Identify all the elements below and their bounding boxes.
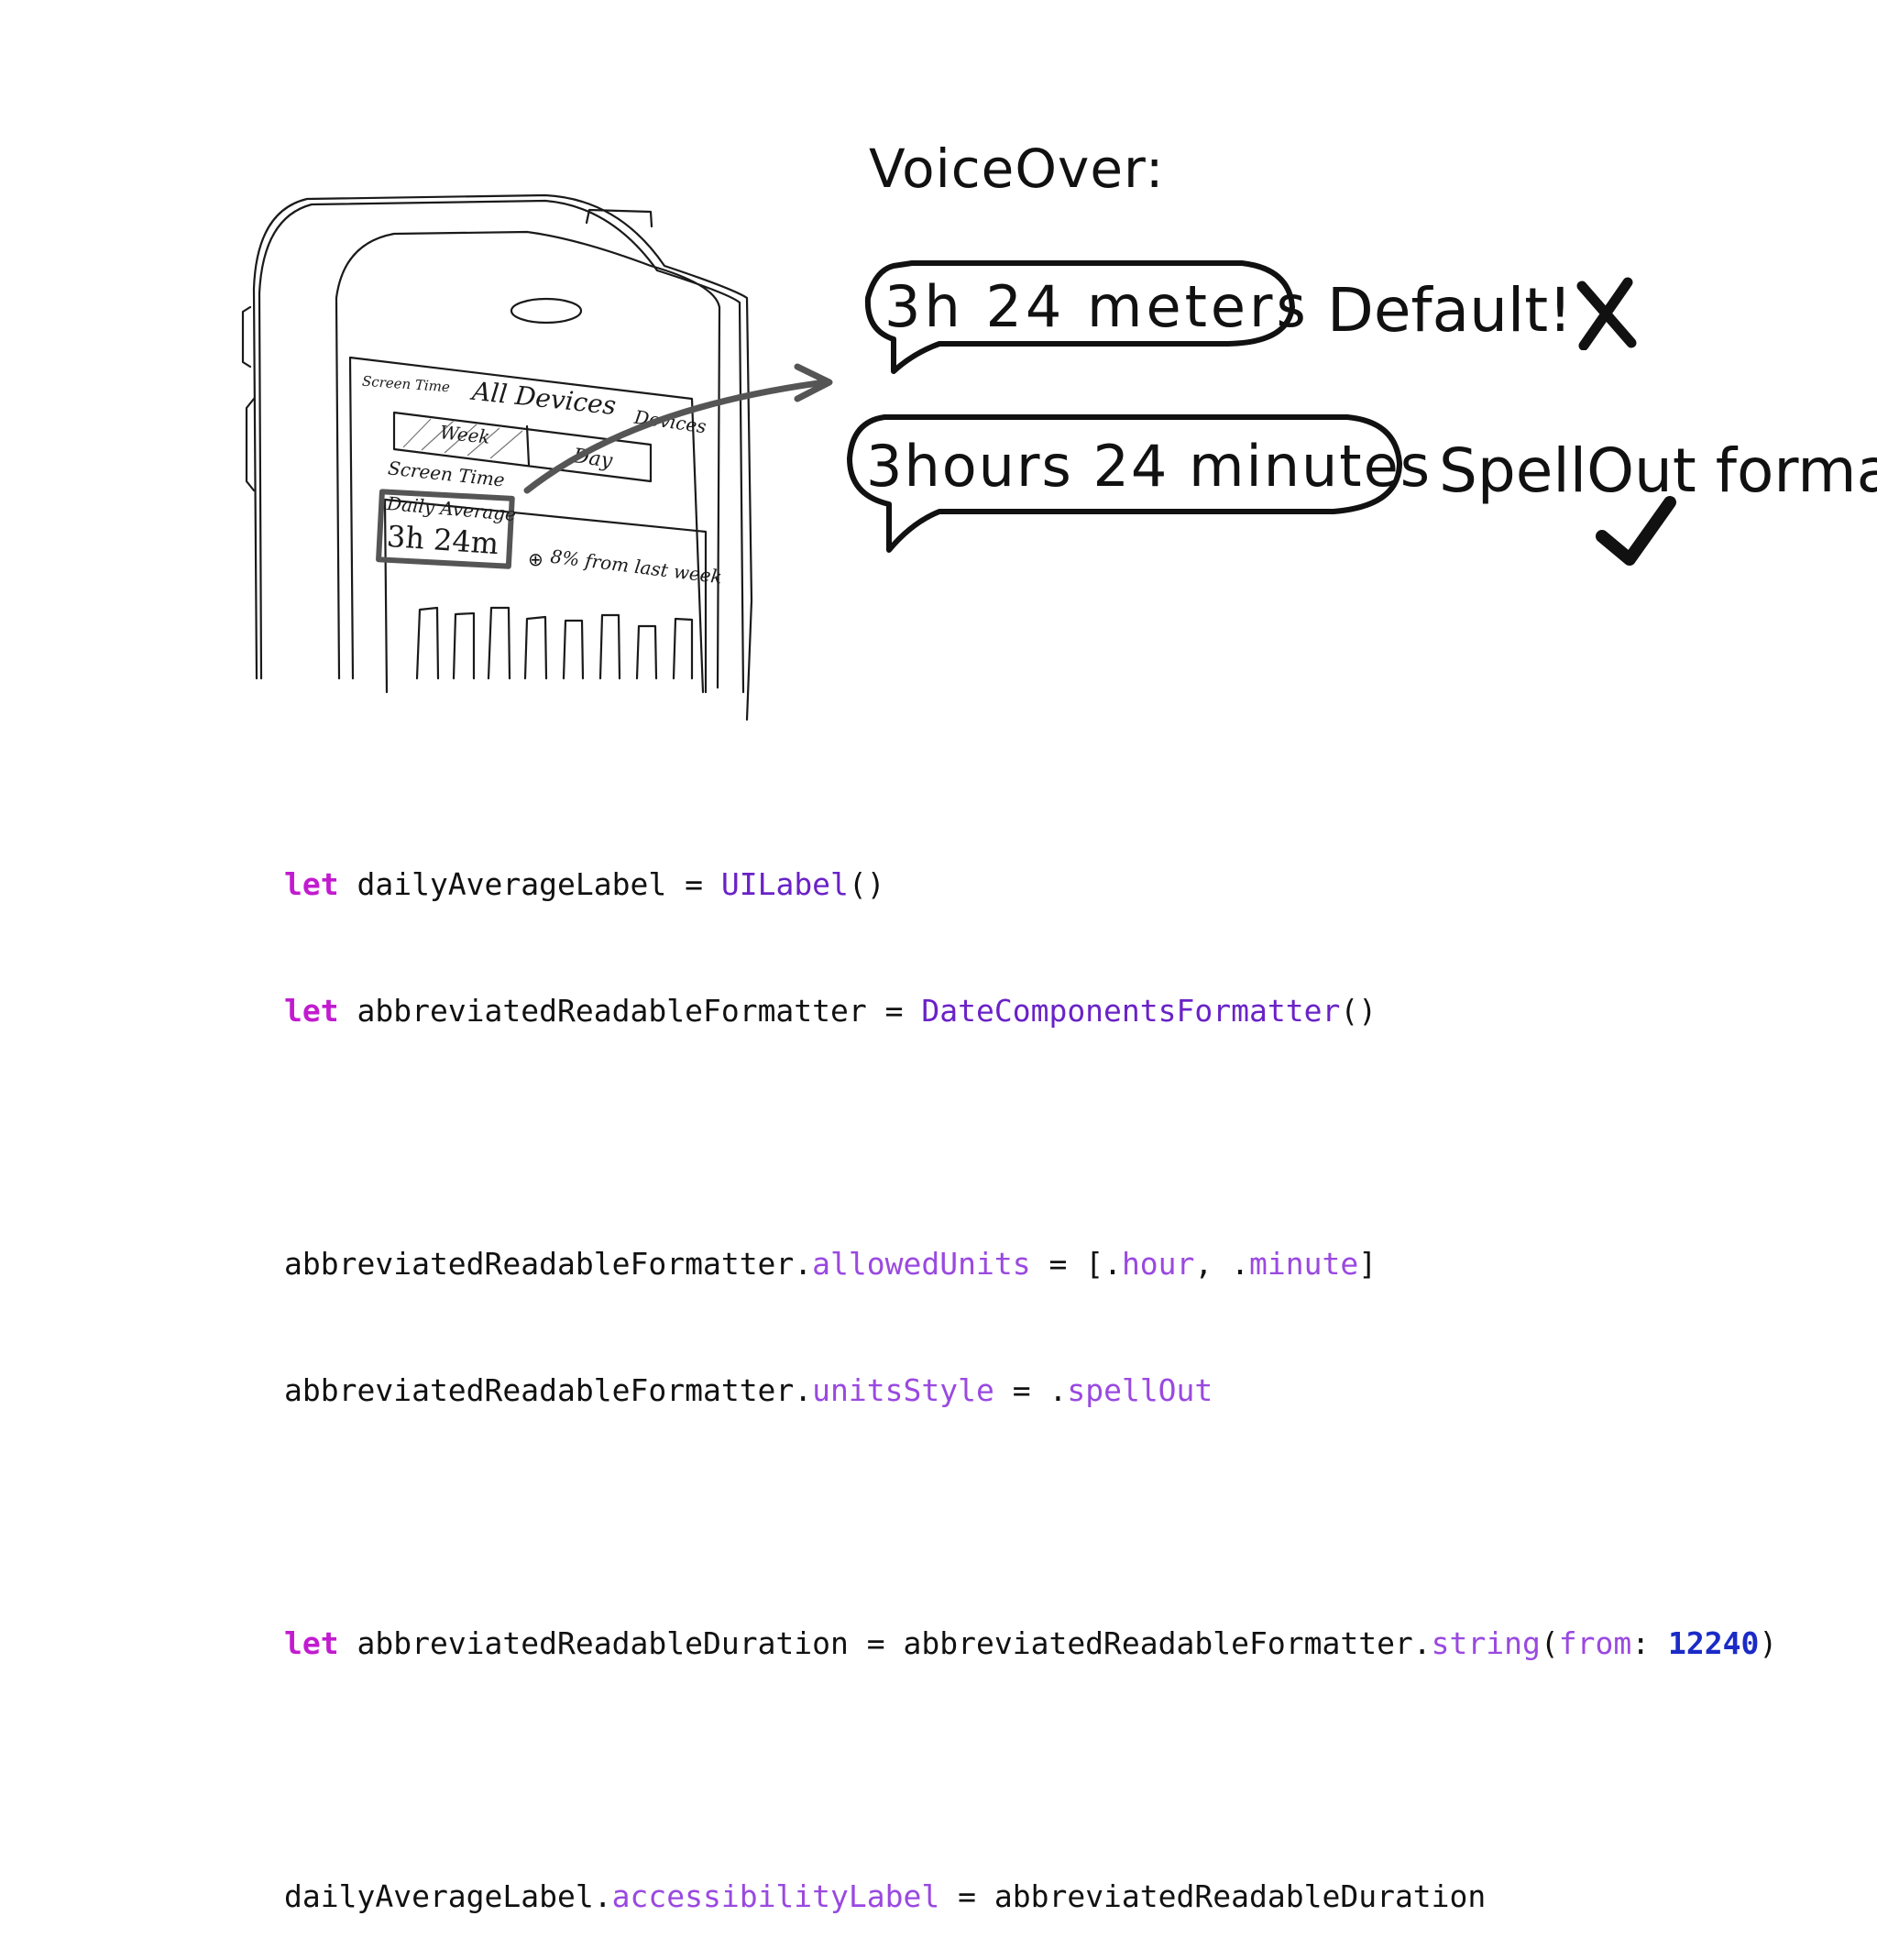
punctuation: () [1340, 993, 1378, 1029]
number-literal: 12240 [1668, 1625, 1760, 1661]
property: unitsStyle [812, 1372, 994, 1408]
identifier: dailyAverageLabel. [284, 1878, 612, 1914]
code-line-2: let abbreviatedReadableFormatter = DateC… [284, 990, 1777, 1032]
property: allowedUnits [812, 1246, 1031, 1282]
bubble-default-text: 3h 24 meters [884, 273, 1310, 340]
punctuation: = . [993, 1372, 1068, 1408]
keyword: let [284, 866, 339, 902]
punctuation: : [1631, 1625, 1668, 1661]
pointer-arrow [523, 363, 833, 494]
speech-bubble-default [864, 260, 1295, 374]
enum-value: hour [1121, 1246, 1195, 1282]
code-blank [284, 1749, 1777, 1791]
code-line-4: abbreviatedReadableFormatter.unitsStyle … [284, 1370, 1777, 1412]
method: string [1431, 1625, 1541, 1661]
identifier: = abbreviatedReadableDuration [939, 1878, 1487, 1914]
code-blank [284, 1117, 1777, 1159]
identifier: abbreviatedReadableFormatter = [338, 993, 922, 1029]
code-line-1: let dailyAverageLabel = UILabel() [284, 864, 1777, 906]
check-icon [1596, 496, 1676, 566]
code-line-5: let abbreviatedReadableDuration = abbrev… [284, 1623, 1777, 1665]
code-snippet: let dailyAverageLabel = UILabel() let ab… [284, 779, 1777, 1960]
punctuation: ] [1358, 1246, 1378, 1282]
bubble-spellout-text: 3hours 24 minutes [866, 433, 1432, 500]
keyword: let [284, 993, 339, 1029]
code-blank [284, 1496, 1777, 1538]
identifier: dailyAverageLabel = [338, 866, 721, 902]
punctuation: () [848, 866, 885, 902]
daily-average-highlight [376, 489, 515, 569]
code-line-3: abbreviatedReadableFormatter.allowedUnit… [284, 1243, 1777, 1285]
punctuation: ) [1759, 1625, 1778, 1661]
type-name: DateComponentsFormatter [921, 993, 1341, 1029]
enum-value: spellOut [1067, 1372, 1213, 1408]
identifier: abbreviatedReadableDuration = abbreviate… [338, 1625, 1432, 1661]
punctuation: , . [1194, 1246, 1250, 1282]
speech-bubble-spellout [847, 414, 1402, 553]
type-name: UILabel [720, 866, 849, 902]
identifier: abbreviatedReadableFormatter. [284, 1372, 813, 1408]
punctuation: ( [1540, 1625, 1559, 1661]
speaker-icon [510, 297, 583, 325]
verdict-spellout: SpellOut format [1439, 435, 1877, 506]
verdict-default: Default! [1327, 275, 1573, 346]
enum-value: minute [1249, 1246, 1359, 1282]
keyword: let [284, 1625, 339, 1661]
phone-sketch [241, 193, 753, 721]
argument-label: from [1558, 1625, 1632, 1661]
identifier: abbreviatedReadableFormatter. [284, 1246, 813, 1282]
down-arrow-circle-icon: ⊕ [528, 548, 543, 570]
voiceover-title: VoiceOver: [869, 138, 1165, 200]
punctuation: = [. [1030, 1246, 1122, 1282]
property: accessibilityLabel [611, 1878, 940, 1914]
cross-icon [1576, 277, 1637, 350]
code-line-6: dailyAverageLabel.accessibilityLabel = a… [284, 1876, 1777, 1918]
